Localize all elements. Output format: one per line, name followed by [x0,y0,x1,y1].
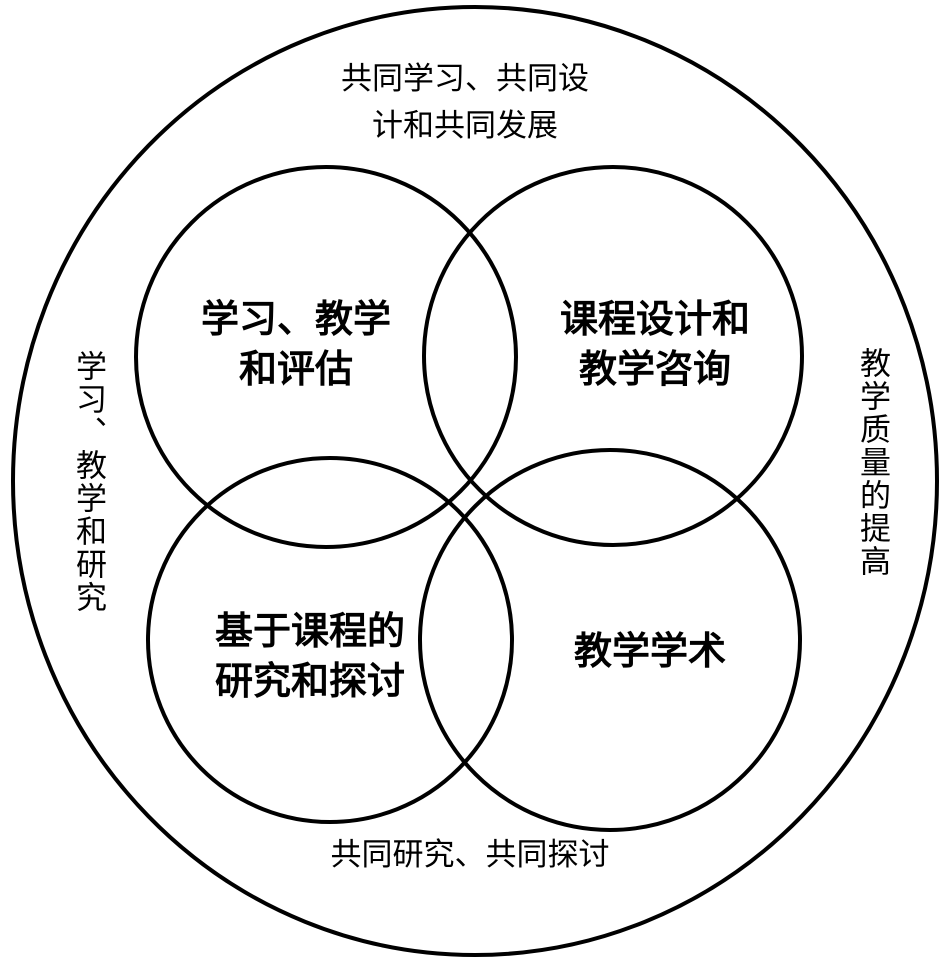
outer-ellipse [11,5,939,957]
outer-label-top: 共同学习、共同设 计和共同发展 [265,56,665,150]
circle-label-line: 学习、教学 [200,297,391,341]
outer-label-top-line1: 共同学习、共同设 [341,61,589,97]
circle-label-line: 教学学术 [573,629,726,673]
circle-top-left [134,165,518,549]
circle-bottom-left [146,456,514,824]
circle-label-bottom-right: 教学学术 [530,626,770,676]
circle-label-line: 教学咨询 [578,347,731,391]
outer-label-top-line2: 计和共同发展 [372,108,558,144]
outer-label-bottom: 共同研究、共同探讨 [330,837,610,873]
outer-label-right: 教学质量的提高 [854,346,890,578]
circle-label-top-right: 课程设计和 教学咨询 [535,294,775,394]
circle-label-line: 基于课程的 [214,609,405,653]
circle-label-line: 研究和探讨 [214,659,405,703]
circle-top-right [422,165,804,547]
circle-bottom-right [418,448,802,832]
circle-label-line: 和评估 [238,347,353,391]
circle-label-top-left: 学习、教学 和评估 [176,294,416,394]
circle-label-line: 课程设计和 [559,297,750,341]
outer-label-left: 学习、教学和研究 [70,350,106,614]
circle-label-bottom-left: 基于课程的 研究和探讨 [190,606,430,706]
